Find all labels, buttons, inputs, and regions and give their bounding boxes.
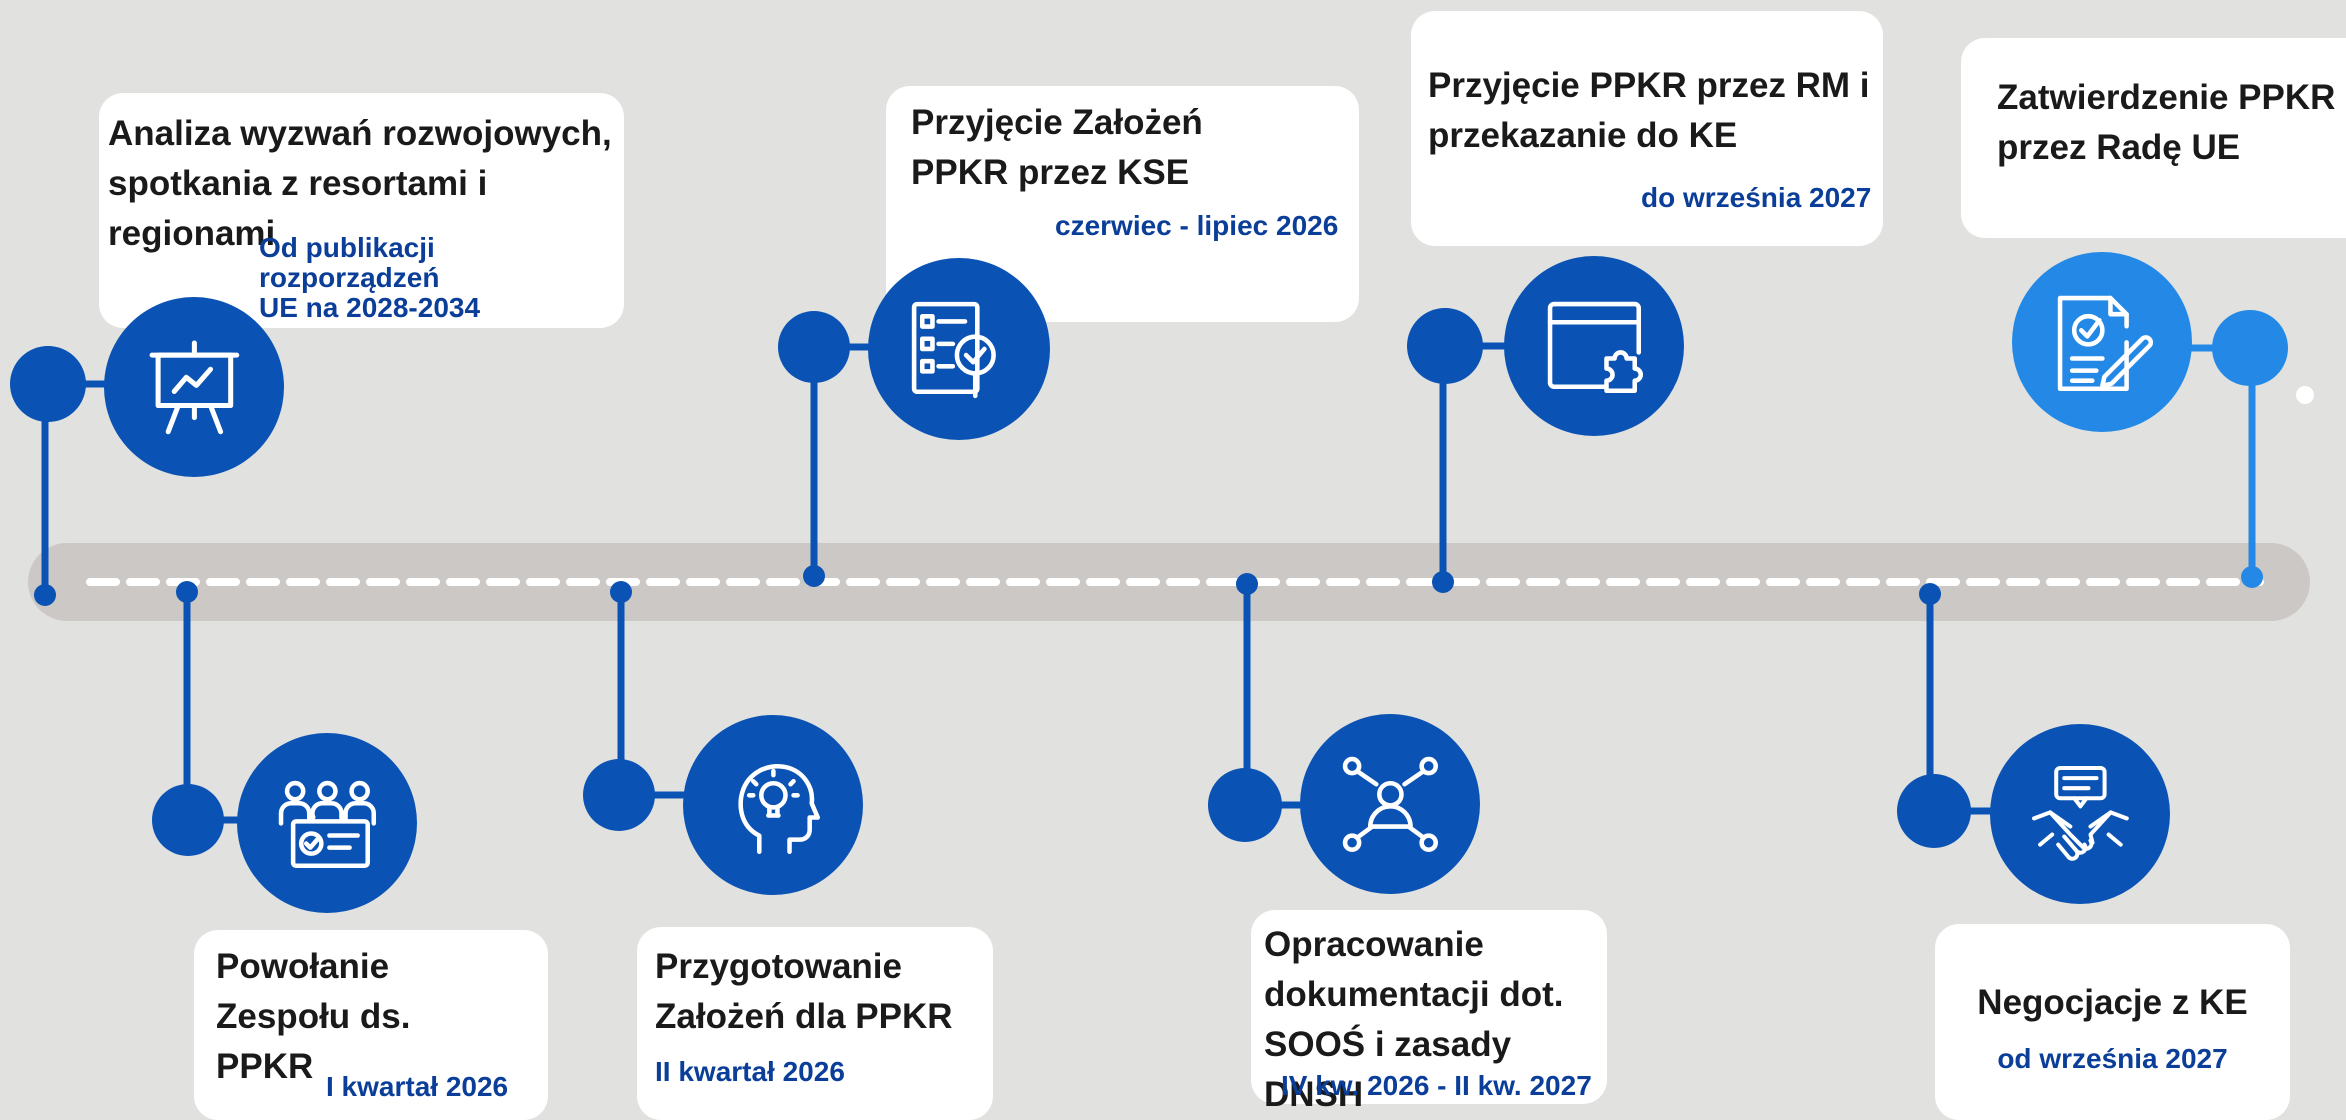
checklist-search-icon bbox=[911, 301, 996, 399]
milestone-dot-7 bbox=[1897, 774, 1971, 848]
milestone-card-4: Przyjęcie Założeń PPKR przez KSE czerwie… bbox=[886, 86, 1359, 322]
milestone-date-4: czerwiec - lipiec 2026 bbox=[1055, 210, 1339, 241]
timeline-node-4 bbox=[803, 565, 825, 587]
milestone-icon-circle-4 bbox=[868, 258, 1050, 440]
milestone-title-5: Opracowanie dokumentacji dot. SOOŚ i zas… bbox=[1264, 925, 1564, 1114]
milestone-date-2: I kwartał 2026 bbox=[326, 1071, 509, 1102]
milestone-title-1: Analiza wyzwań rozwojowych, spotkania z … bbox=[108, 114, 612, 253]
milestone-card-2: Powołanie Zespołu ds. PPKR I kwartał 202… bbox=[194, 930, 548, 1120]
timeline-node-5 bbox=[1236, 573, 1258, 595]
milestone-dot-4 bbox=[778, 311, 850, 383]
milestone-card-5: Opracowanie dokumentacji dot. SOOŚ i zas… bbox=[1251, 910, 1607, 1114]
milestone-dot-2 bbox=[152, 784, 224, 856]
milestone-title-7: Negocjacje z KE bbox=[1977, 983, 2248, 1022]
milestone-title-8: Zatwierdzenie PPKR przez Radę UE bbox=[1997, 78, 2336, 167]
milestone-dot-1 bbox=[10, 346, 86, 422]
timeline-node-7 bbox=[1919, 583, 1941, 605]
timeline-node-6 bbox=[1432, 571, 1454, 593]
milestone-card-1: Analiza wyzwań rozwojowych, spotkania z … bbox=[99, 93, 624, 328]
milestone-card-7: Negocjacje z KE od września 2027 bbox=[1935, 924, 2290, 1120]
milestone-title-6: Przyjęcie PPKR przez RM i przekazanie do… bbox=[1428, 66, 1870, 155]
milestone-icon-circle-8 bbox=[2012, 252, 2192, 432]
milestone-date-7: od września 2027 bbox=[1997, 1043, 2228, 1074]
milestone-icon-circle-3 bbox=[683, 715, 863, 895]
decorative-white-dot bbox=[2296, 386, 2314, 404]
milestone-date-5: IV kw. 2026 - II kw. 2027 bbox=[1281, 1070, 1592, 1101]
milestone-date-6: do września 2027 bbox=[1641, 182, 1872, 213]
timeline-node-3 bbox=[610, 581, 632, 603]
milestone-title-4: Przyjęcie Założeń PPKR przez KSE bbox=[911, 103, 1203, 192]
milestone-card-8: Zatwierdzenie PPKR przez Radę UE bbox=[1961, 38, 2346, 238]
timeline-node-2 bbox=[176, 581, 198, 603]
milestone-title-3: Przygotowanie Założeń dla PPKR bbox=[655, 947, 953, 1036]
milestone-dot-8 bbox=[2212, 310, 2288, 386]
approved-document-icon bbox=[2057, 295, 2153, 391]
head-idea-icon bbox=[738, 763, 820, 854]
network-person-icon bbox=[1342, 756, 1438, 852]
presentation-board-icon bbox=[149, 340, 239, 434]
milestone-icon-circle-5 bbox=[1300, 714, 1480, 894]
milestone-date-3: II kwartał 2026 bbox=[655, 1056, 845, 1087]
milestone-title-2: Powołanie Zespołu ds. PPKR bbox=[216, 947, 411, 1086]
team-meeting-icon bbox=[278, 780, 376, 868]
timeline-node-1 bbox=[34, 584, 56, 606]
milestone-dot-5 bbox=[1208, 768, 1282, 842]
browser-puzzle-icon bbox=[1547, 301, 1643, 393]
milestone-icon-circle-2 bbox=[237, 733, 417, 913]
milestone-card-6: Przyjęcie PPKR przez RM i przekazanie do… bbox=[1411, 11, 1883, 246]
milestone-dot-6 bbox=[1407, 308, 1483, 384]
handshake-chat-icon bbox=[2031, 765, 2129, 861]
milestone-date-1: Od publikacji rozporządzeń UE na 2028-20… bbox=[259, 232, 481, 323]
milestone-card-3: Przygotowanie Założeń dla PPKR II kwarta… bbox=[637, 927, 993, 1120]
milestone-icon-circle-7 bbox=[1990, 724, 2170, 904]
milestone-icon-circle-1 bbox=[104, 297, 284, 477]
milestone-icon-circle-6 bbox=[1504, 256, 1684, 436]
timeline-node-8 bbox=[2241, 566, 2263, 588]
milestone-dot-3 bbox=[583, 759, 655, 831]
